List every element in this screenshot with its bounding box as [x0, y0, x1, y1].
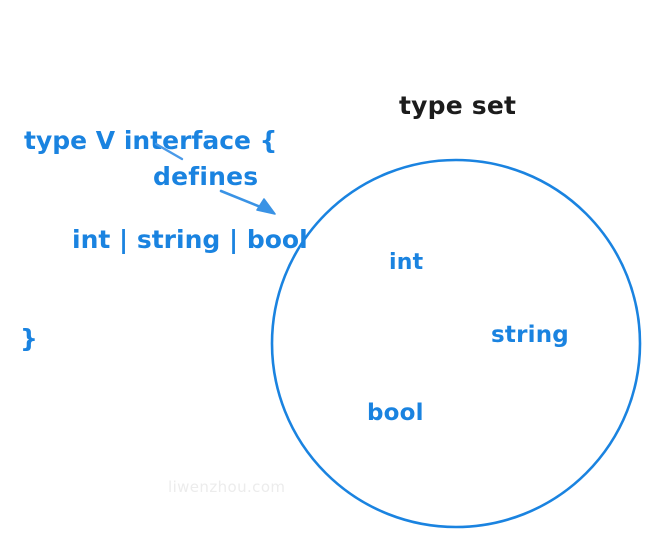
type-set-member-int: int — [389, 250, 424, 275]
code-line-type-union: int | string | bool — [72, 225, 308, 254]
type-set-title: type set — [399, 91, 517, 120]
defines-annotation-label: defines — [153, 162, 259, 191]
type-set-member-bool: bool — [367, 400, 424, 426]
type-set-circle — [270, 158, 642, 529]
site-watermark: liwenzhou.com — [168, 478, 286, 496]
code-line-closing-brace: } — [20, 324, 38, 353]
type-set-member-string: string — [491, 322, 569, 348]
code-line-interface-open: type V interface { — [24, 126, 278, 155]
interface-declaration-code: type V interface { int | string | bool } — [20, 58, 308, 421]
